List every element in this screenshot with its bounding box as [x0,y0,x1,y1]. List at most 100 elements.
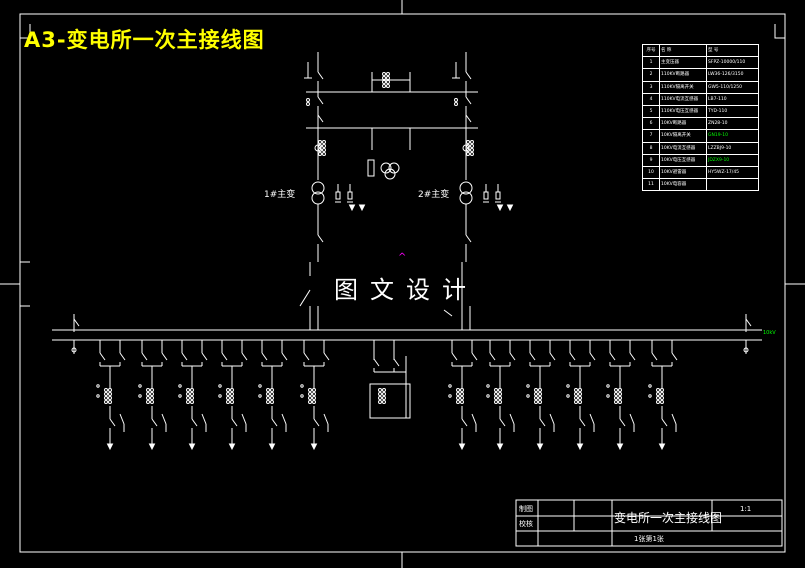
table-cell: LZZBJ9-10 [706,141,759,155]
ct-icon [470,144,474,148]
sheet-info: 1张第1张 [634,535,664,543]
ct-icon [578,388,582,392]
ct-icon [498,396,502,400]
ct-icon [534,396,538,400]
line-segment [191,418,198,427]
ct-icon [266,388,270,392]
ct-icon [190,392,194,396]
line-segment [465,234,472,243]
ct-icon [526,394,530,398]
ct-icon [494,396,498,400]
ct-icon [466,140,470,144]
arrow-icon [348,204,356,212]
ct-icon [534,400,538,404]
ct-icon [190,388,194,392]
arrow-icon [228,443,236,451]
line-segment [201,413,207,425]
line-segment [119,352,126,361]
table-cell: 10 [642,165,660,180]
ct-icon [230,392,234,396]
ct-icon [456,388,460,392]
line-segment [119,413,125,425]
line-segment [323,413,329,425]
line-segment [539,418,546,427]
ct-icon [614,396,618,400]
table-cell: 主变压器 [659,56,707,70]
table-cell: JDZX9-10 [706,153,759,167]
line-segment [313,418,320,427]
ct-icon [150,388,154,392]
transformer-winding-icon [459,181,473,195]
table-cell: GW5-110/1250 [706,80,759,94]
pt-icon [743,347,749,353]
pt-icon [384,168,396,180]
ct-icon [614,400,618,404]
checked-by-label: 校核 [519,520,533,528]
ct-icon [308,400,312,404]
ct-icon [146,400,150,404]
line-segment [231,418,238,427]
table-cell: 2 [642,68,660,82]
ct-icon [382,84,386,88]
ct-icon [454,102,458,106]
ct-icon [108,400,112,404]
table-cell: 110KV断路器 [659,68,707,82]
table-cell: ZN28-10 [706,117,759,131]
ct-icon [266,392,270,396]
line-segment [651,352,658,361]
ct-icon [104,396,108,400]
ct-icon [218,394,222,398]
ct-icon [486,394,490,398]
ct-icon [606,394,610,398]
ct-icon [318,152,322,156]
ct-icon [386,72,390,76]
line-segment [373,358,380,367]
table-cell: 1 [642,56,660,70]
drawing-name: 变电所一次主接线图 [614,511,723,525]
ct-icon [138,384,142,388]
line-segment [151,418,158,427]
line-segment [671,352,678,361]
ct-icon [578,392,582,396]
ct-icon [146,388,150,392]
ct-icon [466,152,470,156]
ct-icon [150,400,154,404]
ct-icon [312,392,316,396]
ct-icon [382,72,386,76]
ct-icon [382,388,386,392]
transformer-1-label: 1#主变 [264,190,296,200]
ct-icon [96,394,100,398]
line-segment [271,418,278,427]
line-segment [465,71,472,80]
line-segment [281,352,288,361]
ct-icon [230,400,234,404]
line-segment [629,413,635,425]
arrow-icon [458,443,466,451]
ct-icon [108,396,112,400]
ct-icon [538,388,542,392]
line-segment [393,358,400,367]
ct-icon [226,400,230,404]
line-segment [661,418,668,427]
line-segment [73,318,80,327]
ct-icon [146,392,150,396]
ct-icon [186,396,190,400]
arrow-icon [188,443,196,451]
table-cell: 11 [642,178,660,192]
ct-icon [460,400,464,404]
table-cell: HY5WZ-17/45 [706,165,759,180]
transformer-2-label: 2#主变 [418,190,450,200]
ct-icon [186,400,190,404]
lv-10kv-section [52,306,762,451]
line-segment [745,318,752,327]
table-cell: GN19-10 [706,129,759,143]
ct-icon [322,140,326,144]
line-segment [529,352,536,361]
ct-icon [150,392,154,396]
ct-icon [460,392,464,396]
line-segment [609,352,616,361]
ct-icon [534,388,538,392]
